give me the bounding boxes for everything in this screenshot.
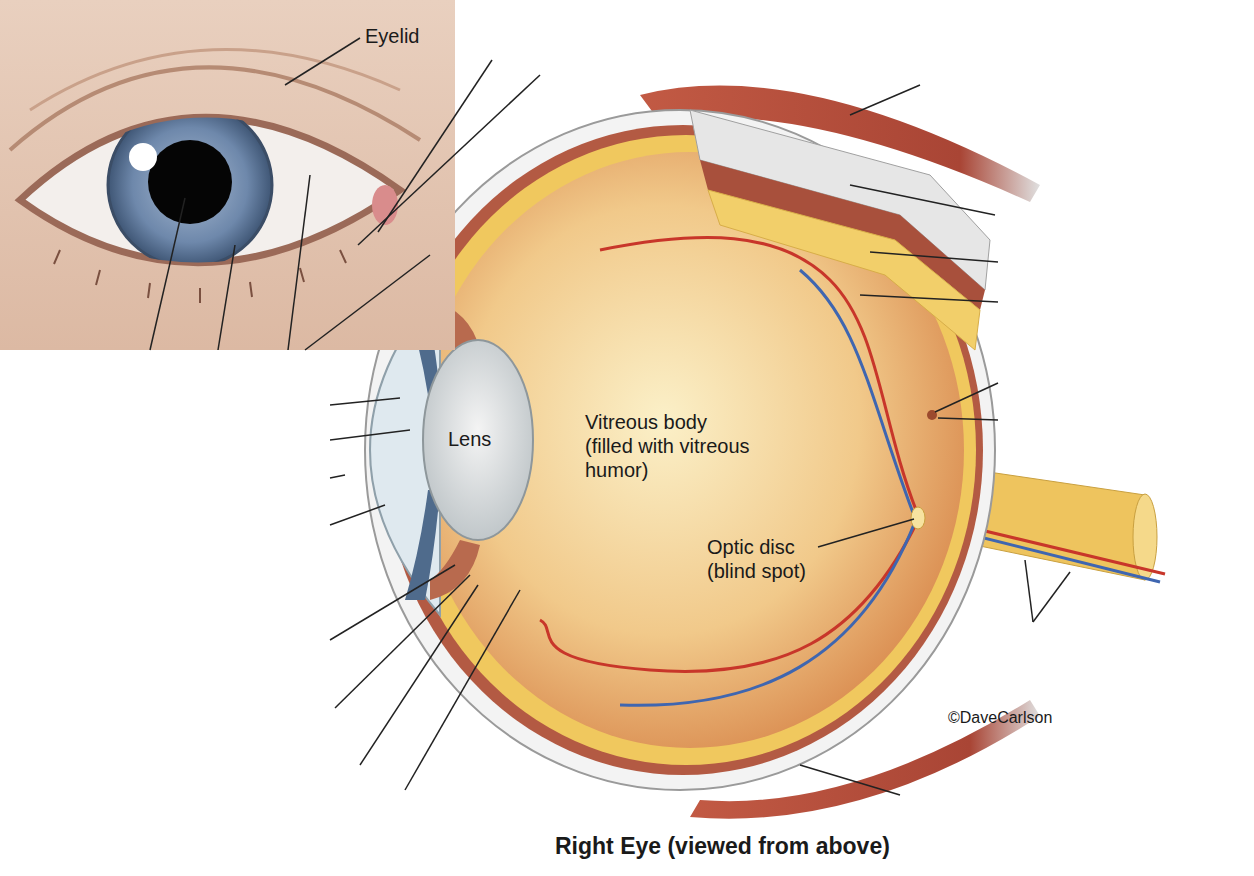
part-label: Vitreous body (filled with vitreous humo… [585, 410, 757, 482]
part-label: Lens [448, 427, 491, 451]
figure-caption: Right Eye (viewed from above) [555, 833, 890, 861]
part-label: Eyelid [365, 24, 419, 48]
part-label: Optic disc (blind spot) [707, 535, 849, 583]
copyright-watermark: ©DaveCarlson [948, 708, 1052, 727]
